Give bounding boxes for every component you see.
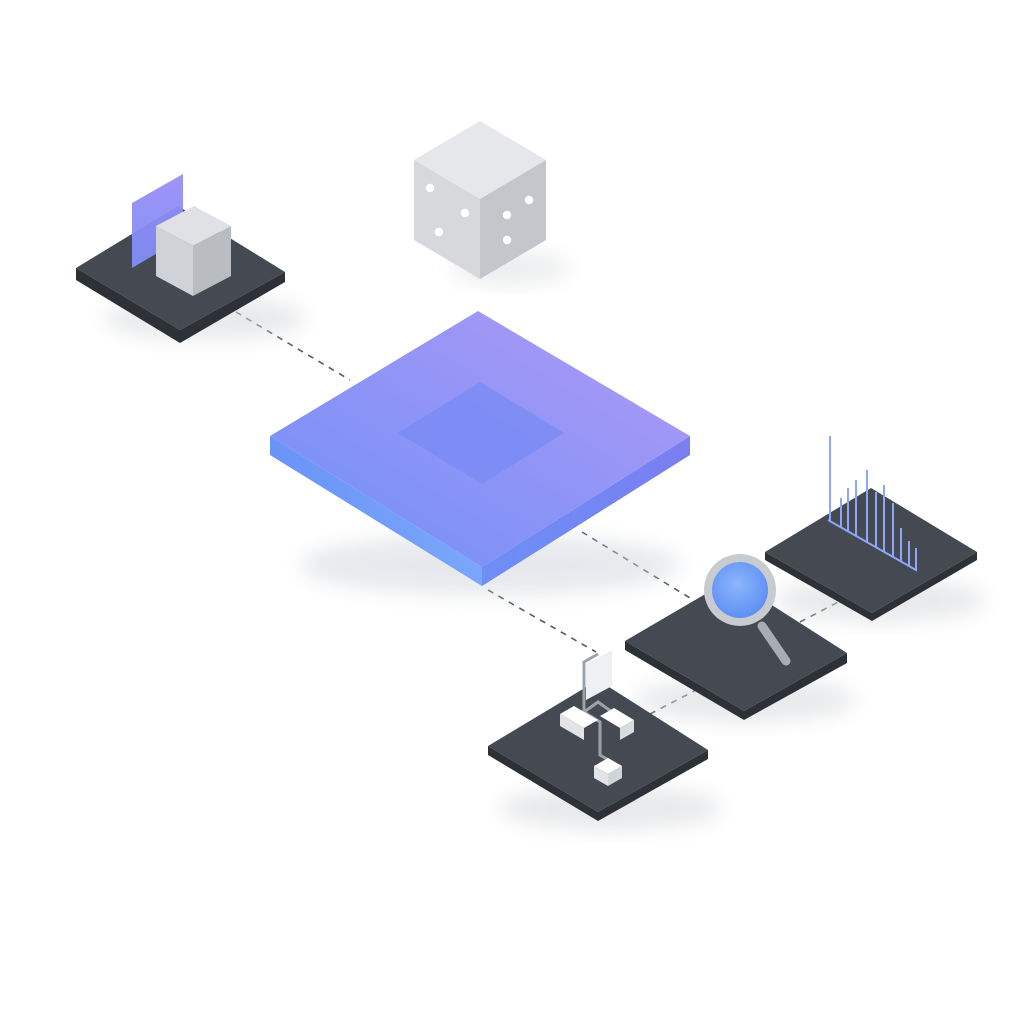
cube-with-panel-icon <box>156 206 231 296</box>
hub-left-side <box>270 436 482 586</box>
flowchart-icon <box>560 650 634 786</box>
dice-cube <box>414 121 568 284</box>
search-platform-side <box>625 641 847 720</box>
magnifier-icon <box>704 554 791 666</box>
workflow-platform-top <box>488 680 708 812</box>
analytics-node <box>765 436 985 622</box>
workflow-node <box>488 650 720 830</box>
central-hub <box>270 311 690 595</box>
bar-chart-icon <box>827 436 917 572</box>
workflow-platform-side <box>488 746 708 821</box>
dice-cube-right-face <box>480 160 546 279</box>
connector-hub-workflow <box>487 589 597 653</box>
storage-platform-side <box>76 268 285 343</box>
analytics-platform-top <box>765 488 977 613</box>
search-platform-top <box>625 579 847 711</box>
search-node <box>625 554 855 722</box>
dice-dot-icon <box>425 183 534 245</box>
storage-node <box>76 174 305 343</box>
connector-hub-storage <box>235 311 351 381</box>
layer-platform-icon <box>398 382 564 484</box>
hub-right-side <box>482 436 690 586</box>
